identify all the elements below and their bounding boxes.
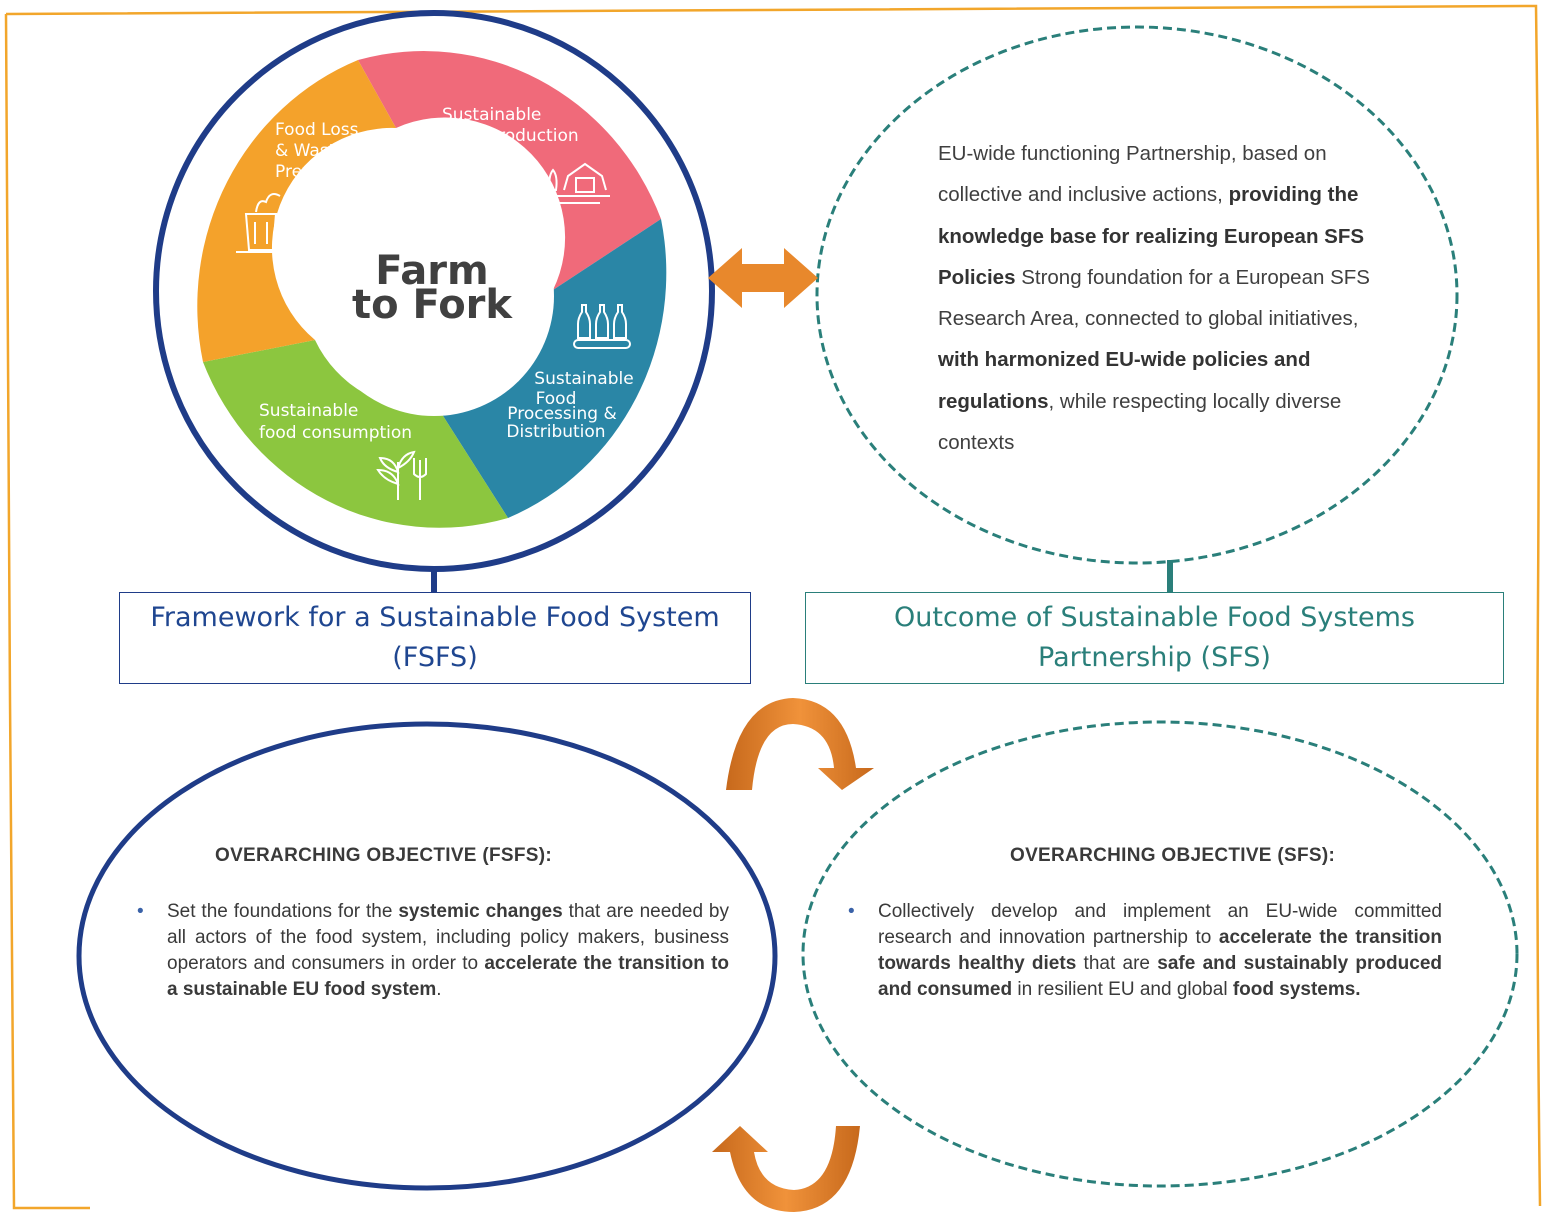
sfs-objective-bold-2: safe and sustainably produced and consum…	[878, 953, 1442, 1000]
center-text-to-fork: to Fork	[352, 282, 513, 328]
sfs-objective-text-1: Collectively develop and implement an EU…	[878, 901, 1442, 948]
outcome-text: EU-wide functioning Partnership, based o…	[938, 133, 1388, 463]
sfs-objective-bold-3: food systems.	[1232, 979, 1361, 1000]
sfs-title-line2: Partnership (SFS)	[1038, 642, 1271, 673]
label-loss-waste-1: Food Loss	[275, 120, 359, 140]
label-loss-waste-2: & Waste	[275, 141, 346, 161]
label-consumption-2: food consumption	[259, 423, 412, 443]
outcome-bold-2: with harmonized EU-wide policies and reg…	[938, 348, 1311, 413]
sfs-objective-list: • Collectively develop and implement an E…	[848, 899, 1442, 1003]
sfs-objective: OVERARCHING OBJECTIVE (SFS): • Collective…	[848, 845, 1442, 1003]
segment-loss-waste	[197, 60, 396, 362]
curved-arrow-bottom	[712, 1126, 860, 1212]
plant-fork-icon	[376, 450, 427, 500]
bullet-icon: •	[137, 901, 144, 922]
outcome-text-2: Strong foundation for a European SFS Res…	[938, 265, 1370, 331]
sfs-title-box: Outcome of Sustainable Food Systems Part…	[805, 592, 1504, 684]
label-processing-3: Processing &	[507, 404, 616, 424]
label-processing-4: Distribution	[506, 422, 605, 442]
fsfs-objective: OVERARCHING OBJECTIVE (FSFS): • Set the f…	[137, 845, 729, 1003]
sfs-objective-text-3: in resilient EU and global	[1017, 979, 1228, 1000]
sfs-title-line1: Outcome of Sustainable Food Systems	[894, 602, 1415, 633]
fsfs-objective-text-3: .	[436, 979, 442, 1000]
farm-barn-icon	[545, 162, 610, 204]
wheel-center	[314, 176, 554, 416]
bottles-conveyor-icon	[573, 304, 631, 349]
label-processing-1: Sustainable	[534, 369, 633, 389]
label-consumption-1: Sustainable	[259, 401, 358, 421]
waste-bin-icon	[236, 193, 288, 253]
fsfs-objective-bold-2: accelerate the transition to a sustainab…	[167, 953, 730, 1000]
segment-food-production	[358, 51, 661, 290]
fsfs-objective-bold-1: systemic changes	[398, 901, 563, 922]
segment-processing-distribution	[438, 219, 667, 518]
fsfs-objective-heading: OVERARCHING OBJECTIVE (FSFS):	[215, 845, 552, 866]
farm-to-fork-wheel: Farm to Fork Sustainable Food Production…	[197, 51, 667, 528]
sfs-objective-text-2: that are	[1083, 953, 1150, 974]
outcome-text-1: EU-wide functioning Partnership, based o…	[938, 142, 1327, 207]
sfs-objective-heading: OVERARCHING OBJECTIVE (SFS):	[1010, 845, 1336, 866]
outcome-bold-1: providing the knowledge base for realizi…	[938, 183, 1365, 289]
outcome-text-3: , while respecting locally diverse conte…	[938, 389, 1342, 455]
sfs-objective-item: • Collectively develop and implement an E…	[848, 899, 1442, 1003]
fsfs-objective-ellipse	[76, 721, 778, 1191]
label-production-1: Sustainable	[442, 105, 541, 125]
segment-food-consumption	[203, 340, 508, 528]
label-production-2: Food Production	[442, 126, 579, 146]
fsfs-title-line2: (FSFS)	[392, 642, 478, 673]
curved-arrow-top	[726, 698, 874, 790]
fsfs-title-box: Framework for a Sustainable Food System …	[119, 592, 751, 684]
outcome-ellipse	[815, 25, 1459, 565]
label-processing-2: Food	[536, 389, 577, 409]
double-arrow	[708, 248, 818, 308]
fsfs-objective-text-2: that are needed by all actors of the foo…	[167, 901, 729, 974]
center-text-farm: Farm	[375, 248, 488, 294]
label-loss-waste-3: Prevention	[275, 162, 366, 182]
sfs-objective-ellipse	[801, 720, 1519, 1188]
fsfs-objective-text-1: Set the foundations for the	[167, 901, 393, 922]
bullet-icon: •	[848, 901, 855, 922]
fsfs-objective-item: • Set the foundations for the systemic ch…	[137, 899, 729, 1003]
fsfs-title-line1: Framework for a Sustainable Food System	[150, 602, 720, 633]
sfs-objective-bold-1: accelerate the transition towards health…	[878, 927, 1442, 974]
fsfs-objective-list: • Set the foundations for the systemic ch…	[137, 899, 729, 1003]
